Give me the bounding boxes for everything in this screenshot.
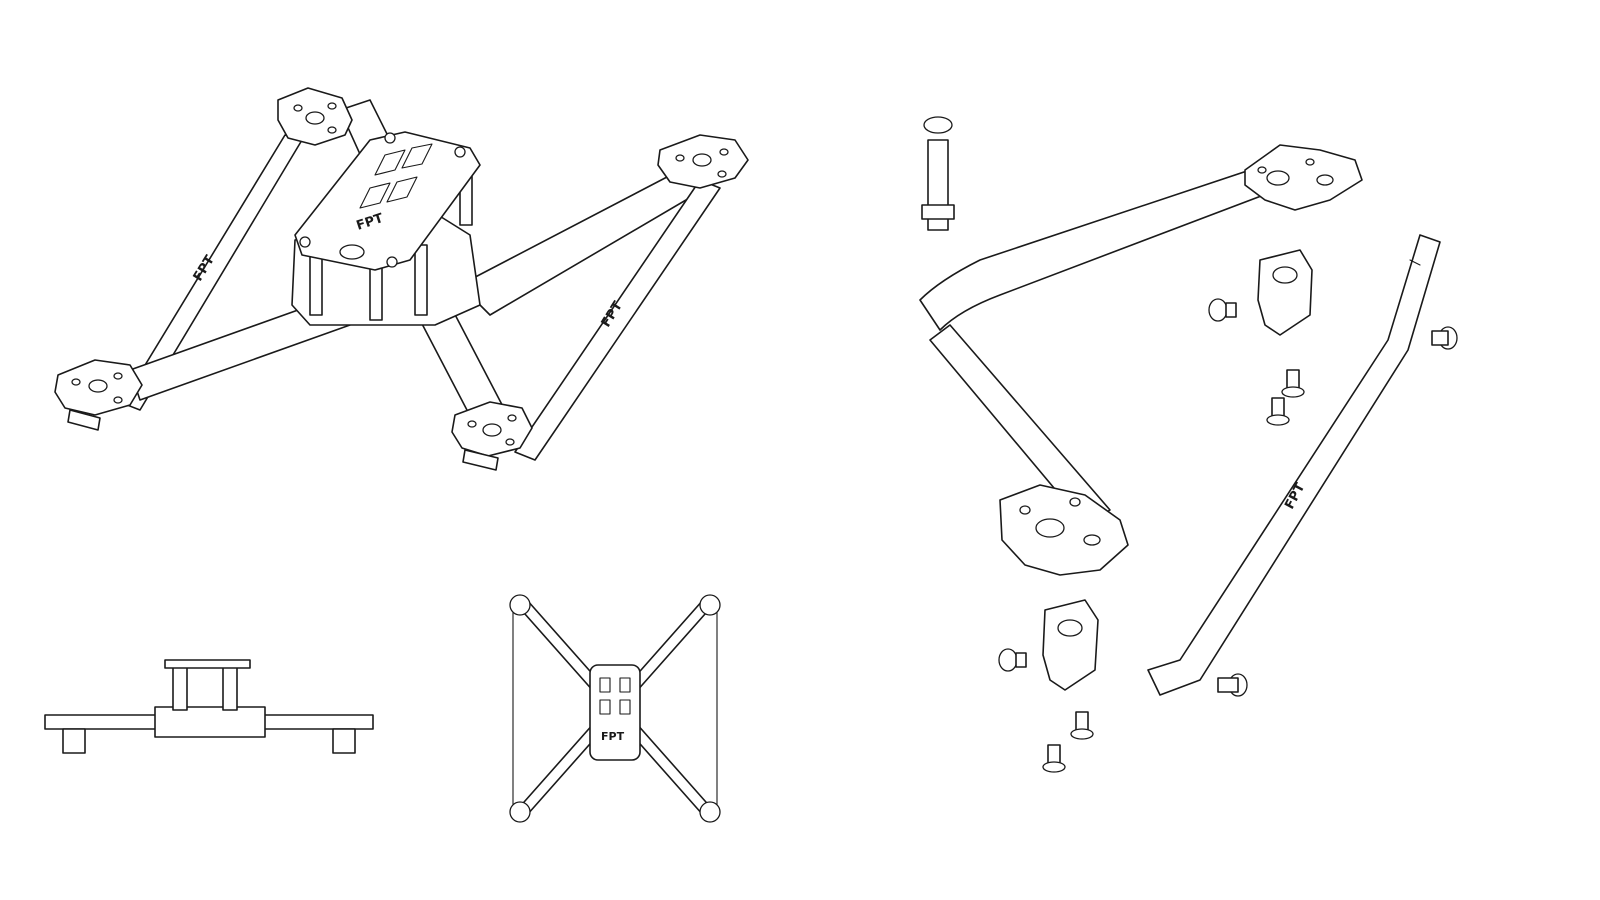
brace-right — [514, 179, 721, 461]
screw-4 — [1266, 397, 1290, 426]
side-view-drawing — [44, 659, 374, 754]
top-view-center-plate: FPT — [589, 664, 641, 761]
screw-2 — [1431, 326, 1458, 350]
side-center-block — [154, 706, 266, 738]
motor-mount-bottom-left — [54, 359, 143, 431]
iso-assembled-view: FPT FPT FPT — [40, 70, 800, 500]
screw-8 — [1042, 744, 1066, 773]
screw-1 — [1208, 298, 1237, 322]
iso-frame-drawing: FPT FPT FPT — [54, 87, 749, 471]
screw-3 — [1281, 369, 1305, 398]
exploded-standoff — [921, 116, 955, 231]
side-view — [44, 655, 385, 765]
motor-mount-top-right — [657, 134, 749, 189]
side-motor-mounts — [62, 728, 356, 754]
side-standoffs — [164, 659, 251, 711]
top-view-motor-mounts — [509, 594, 721, 823]
exploded-motor-mount-upper — [1244, 144, 1363, 211]
motor-mount-top-left — [277, 87, 353, 146]
top-view-drawing: FPT — [509, 594, 721, 823]
clamp-block-lower — [1042, 599, 1099, 691]
exploded-motor-mount-lower — [999, 484, 1129, 576]
top-view-logo: FPT — [601, 730, 625, 743]
clamp-block-upper — [1257, 249, 1313, 336]
screw-7 — [1070, 711, 1094, 740]
exploded-drawing: FPT — [919, 116, 1458, 773]
screw-5 — [998, 648, 1027, 672]
top-plate: FPT — [294, 131, 481, 271]
motor-mount-bottom-right — [451, 401, 533, 471]
exploded-detail-view: FPT — [900, 100, 1500, 790]
top-view: FPT — [495, 580, 735, 840]
top-view-braces — [512, 609, 718, 811]
exploded-arm-lower — [929, 324, 1111, 526]
screws — [998, 298, 1458, 773]
screw-6 — [1217, 673, 1248, 697]
